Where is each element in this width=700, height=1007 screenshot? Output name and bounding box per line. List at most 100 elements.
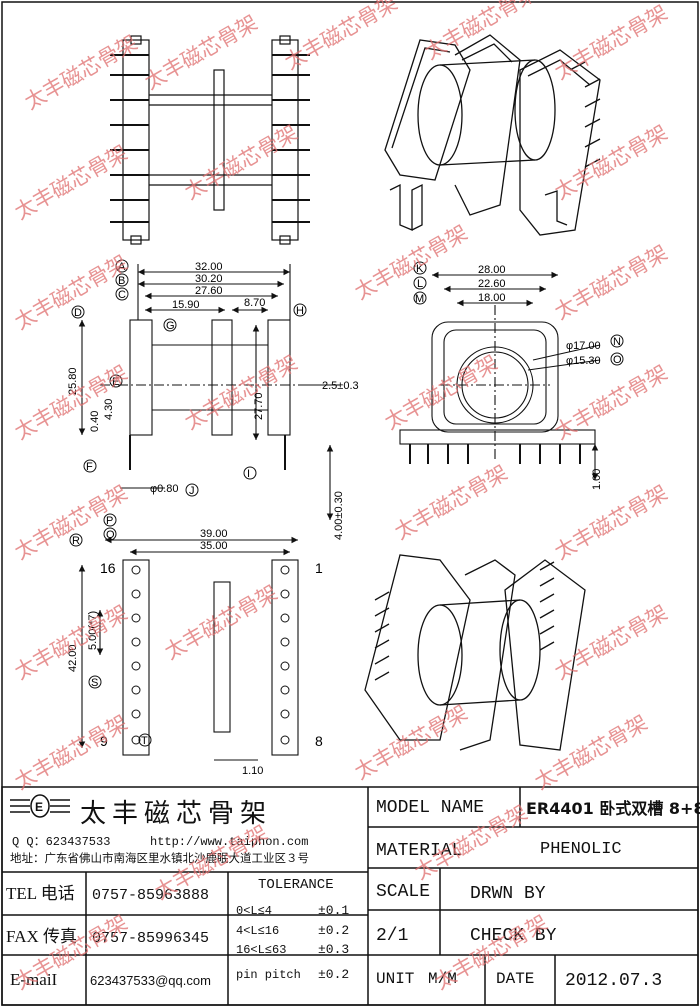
unit-value: M/M (428, 970, 457, 988)
bottom-view-labels: 39.00 35.00 42.00 5.00(*7) 1.10 16 1 9 8 (67, 528, 323, 777)
title-block (1, 786, 699, 1006)
fax-value: 0757-85996345 (92, 930, 209, 947)
isometric-view-top (384, 34, 601, 236)
pin-number-1: 1 (315, 560, 323, 576)
watermark-text: 太丰磁芯骨架 (551, 601, 672, 685)
side-view-dimensioned (399, 271, 601, 480)
drawn-by-label: DRWN BY (470, 884, 546, 904)
dim-s-pitch: 5.00(*7) (87, 611, 99, 650)
scale-value: 2/1 (376, 926, 408, 946)
callout-d: D (74, 307, 82, 319)
callout-p: P (106, 515, 113, 527)
dim-b-30: 30.20 (195, 273, 223, 285)
tel-label: TEL 电话 (6, 884, 75, 903)
company-name: 太丰磁芯骨架 (80, 799, 272, 828)
callout-t: T (141, 735, 148, 747)
dim-t-1: 1.10 (242, 765, 263, 777)
dim-o-diameter: φ15.30 (566, 355, 601, 367)
dim-d-25: 25.80 (67, 367, 79, 395)
callout-f: F (86, 461, 93, 473)
scale-label: SCALE (376, 882, 430, 902)
watermark-text: 太丰磁芯骨架 (161, 581, 282, 665)
dim-clearance: 1.00 (591, 469, 603, 490)
watermark-text: 太丰磁芯骨架 (351, 701, 472, 785)
tolerance-value-2: ±0.2 (318, 923, 349, 938)
watermark-text: 太丰磁芯骨架 (281, 0, 402, 74)
dim-q-35: 35.00 (200, 540, 228, 552)
dim-e-4: 4.30 (103, 399, 115, 420)
bottom-view-pin-layout (78, 536, 299, 761)
company-logo: E (10, 794, 70, 818)
callout-c: C (118, 289, 126, 301)
callout-l: L (417, 278, 423, 290)
dim-i-27: 27.70 (253, 392, 265, 420)
tolerance-range-4: pin pitch (236, 968, 301, 982)
callout-r: R (72, 535, 80, 547)
bottom-view-callout-letters: P Q R S T (72, 515, 148, 747)
callout-s: S (91, 677, 98, 689)
pin-number-8: 8 (315, 733, 323, 749)
callout-m: M (415, 293, 424, 305)
callout-j: J (189, 485, 195, 497)
watermark-text: 太丰磁芯骨架 (551, 361, 672, 445)
dim-f-0: 0.40 (89, 411, 101, 432)
fax-label: FAX 传真 (6, 927, 77, 946)
watermark-text: 太丰磁芯骨架 (351, 221, 472, 305)
callout-b: B (118, 275, 125, 287)
callout-e: E (112, 376, 119, 388)
callout-q: Q (106, 529, 115, 541)
date-label: DATE (496, 970, 534, 988)
company-address: 地址：广东省佛山市南海区里水镇北沙鹿眠大道工业区３号 (10, 851, 309, 865)
tolerance-header: TOLERANCE (258, 877, 334, 893)
dim-l-22: 22.60 (478, 278, 506, 290)
dim-pin-length: 4.00±0.30 (333, 491, 345, 540)
dim-g-15: 15.90 (172, 299, 200, 311)
watermark-text: 太丰磁芯骨架 (391, 461, 512, 545)
callout-g: G (166, 320, 175, 332)
tolerance-value-4: ±0.2 (318, 967, 349, 982)
watermark-text: 太丰磁芯骨架 (551, 481, 672, 565)
tel-value: 0757-85963888 (92, 887, 209, 904)
watermark-text: 太丰磁芯骨架 (181, 121, 302, 205)
material-label: MATERIAL (376, 841, 462, 861)
side-view-callout-letters: K L M N O (415, 263, 622, 366)
callout-i: I (247, 468, 250, 480)
watermark-text: 太丰磁芯骨架 (11, 141, 132, 225)
bottom-view-callouts (69, 513, 152, 747)
front-view-dimension-labels: 32.00 30.20 27.60 15.90 8.70 25.80 4.30 … (67, 261, 359, 540)
check-by-label: CHECK BY (470, 926, 557, 946)
dim-a-32: 32.00 (195, 261, 223, 273)
tolerance-range-3: 16<L≤63 (236, 943, 286, 957)
dim-j-pin-diameter: φ0.80 (150, 483, 179, 495)
email-label: E-maiI (10, 970, 58, 989)
watermark-text: 太丰磁芯骨架 (551, 241, 672, 325)
callout-h: H (296, 305, 304, 317)
front-view-dimensioned (78, 264, 340, 520)
watermark-text: 太丰磁芯骨架 (11, 711, 132, 795)
tolerance-value-1: ±0.1 (318, 903, 349, 918)
top-view-pin-layout (110, 35, 310, 245)
watermark-text: 太丰磁芯骨架 (551, 1, 672, 85)
dim-p-39: 39.00 (200, 528, 228, 540)
email-value: 623437533@qq.com (90, 973, 211, 988)
isometric-view-bottom (364, 554, 586, 751)
model-value: ER4401 卧式双槽 8+8 针 (526, 799, 700, 818)
front-view-callouts (71, 259, 307, 497)
front-view-callout-letters: A B C D E F G H I J (74, 261, 304, 497)
dim-m-18: 18.00 (478, 292, 506, 304)
date-value: 2012.07.3 (565, 971, 662, 991)
dim-h-8: 8.70 (244, 297, 265, 309)
logo-letter: E (35, 800, 43, 814)
watermark-text: 太丰磁芯骨架 (181, 351, 302, 435)
watermark-text: 太丰磁芯骨架 (421, 0, 542, 64)
callout-a: A (118, 261, 126, 273)
callout-o: O (613, 354, 622, 366)
callout-k: K (416, 263, 424, 275)
watermark-text: 太丰磁芯骨架 (11, 481, 132, 565)
tolerance-range-2: 4<L≤16 (236, 924, 279, 938)
watermark-text: 太丰磁芯骨架 (551, 121, 672, 205)
watermark-text: 太丰磁芯骨架 (531, 711, 652, 795)
tolerance-range-1: 0<L≤4 (236, 904, 272, 918)
model-label: MODEL NAME (376, 798, 484, 818)
